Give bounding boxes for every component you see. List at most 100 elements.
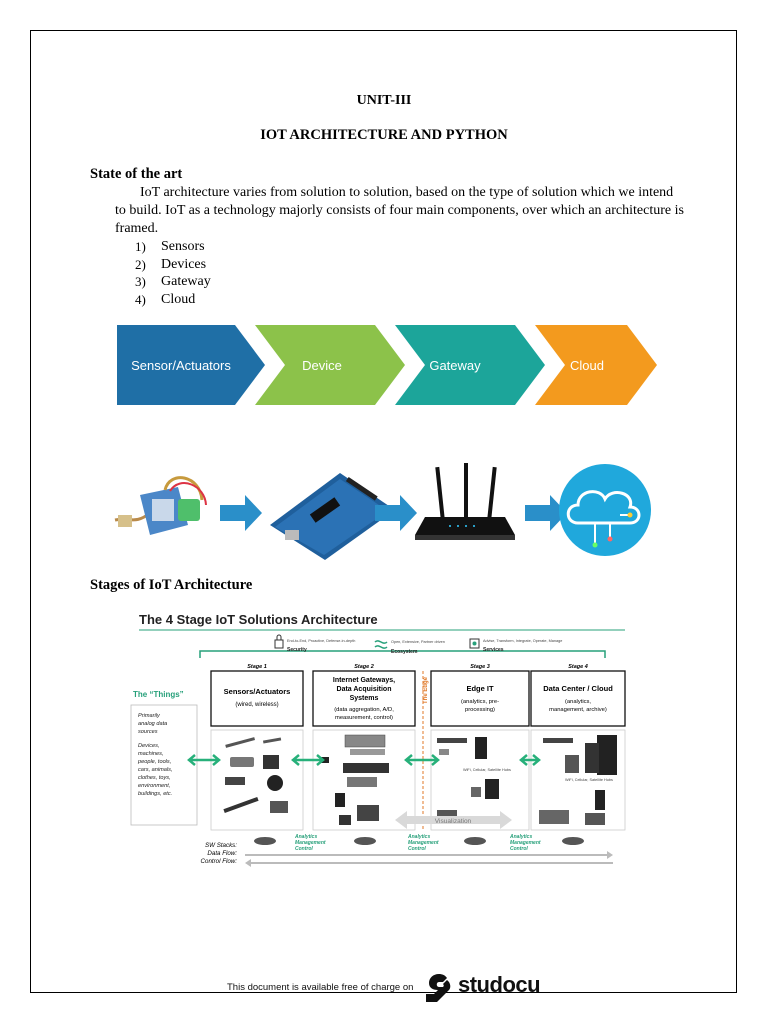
page-border [30,30,737,993]
stage-2-title-3: Systems [350,695,379,702]
things-line: Primarily [138,713,161,719]
edge-label: The Edge [423,676,429,704]
router-image [415,463,515,540]
security-desc: End-to-End, Proactive, Defense-in-depth [287,639,355,643]
device-illustrations [114,463,651,560]
arrow-right-icon [375,495,417,531]
footer: This document is available free of charg… [0,970,768,1010]
control-flow-arrow [245,859,613,867]
services-desc: Advise, Transform, Integrate, Operate, M… [483,639,562,643]
stage-2-sub-2: measurement, control) [335,715,393,721]
things-line: cars, animals, [138,767,173,773]
arduino-board-image [270,473,395,560]
things-box [130,704,198,826]
wifi-hubs-label-3: WiFi, Cellular, Satellite Hubs [463,768,511,772]
amc-label: Management [408,840,439,846]
section-heading-state-of-art: State of the art [90,166,183,182]
component-chevron-flow: Sensor/Actuators Device Gateway Cloud [117,325,657,405]
things-line: analog data [138,721,167,727]
services-icon [469,638,480,649]
data-flow-label: Data Flow: [207,850,237,857]
stage-2-box [312,670,416,727]
amc-label: Control [408,846,426,852]
stage-4-sub-1: (analytics, [565,699,591,705]
visualization-label: Visualization [435,818,472,825]
gateway-hardware-icons [321,734,389,825]
stage-3-label: Stage 3 [470,664,490,670]
studocu-logo-icon [426,974,451,1002]
amc-label: Management [295,840,326,846]
list-num: 2) [135,256,146,272]
control-flow-label: Control Flow: [201,858,238,865]
things-line: sources [138,729,158,735]
sensor-hardware-icons [223,737,288,814]
studocu-brand[interactable]: studocu [458,972,541,997]
stage-3-sub-1: (analytics, pre- [461,699,499,705]
wifi-hubs-label-4: WiFi, Cellular, Satellite Hubs [565,778,613,782]
intro-text: IoT architecture varies from solution to… [115,185,684,236]
data-flow-arrow [245,851,613,859]
things-line: buildings, etc. [138,791,172,797]
lock-icon [274,634,284,649]
sensor-module-image [114,476,207,535]
things-line: Devices, [138,743,159,749]
amc-label: Control [295,846,313,852]
chevron-gateway [395,325,545,405]
list-num: 1) [135,239,146,254]
footer-text: This document is available free of charg… [227,982,414,993]
chevron-sensor [117,325,265,405]
services-label: Services [483,647,504,653]
stage-2-title-2: Data Acquisition [337,686,392,693]
stage-3-title: Edge IT [466,684,494,693]
chevron-device [255,325,405,405]
ecosystem-icon [374,640,388,649]
stage-1-box [210,670,304,727]
bidirectional-arrow-icon [187,754,541,766]
things-line: environment, [138,783,170,789]
list-item: 1) Sensors [135,238,211,256]
visualization-arrow [395,811,512,829]
figure-title: The 4 Stage IoT Solutions Architecture [139,612,378,627]
data-center-hardware-icons [539,735,617,825]
list-item: 3) Gateway [135,273,211,291]
amc-label: Analytics [509,834,532,840]
unit-heading: UNIT-III [356,93,412,108]
stage-1-title: Sensors/Actuators [224,687,291,696]
stage-1-panel [210,729,304,831]
stage-3-sub-2: processing) [465,707,495,713]
list-label: Sensors [161,239,205,254]
things-line: clothes, toys, [138,775,171,781]
arrow-right-icon [525,495,567,531]
list-label: Cloud [161,291,196,307]
list-item: 2)Devices [135,256,211,274]
list-item: 4) Cloud [135,291,211,309]
amc-label: Management [510,840,541,846]
intro-paragraph: IoT architecture varies from solution to… [115,184,685,238]
sw-stacks-label: SW Stacks: [205,842,237,849]
stage-2-title-1: Internet Gateways, [333,677,395,684]
stage-1-label: Stage 1 [247,664,267,670]
list-label: Gateway [161,274,211,289]
ecosystem-desc: Open, Extensive, Partner driven [391,640,445,644]
cloud-icon [559,464,651,556]
things-line: machines, [138,751,164,757]
amc-label: Analytics [407,834,430,840]
things-title: The “Things” [133,690,184,699]
stage-4-label: Stage 4 [568,664,588,670]
things-line: people, tools, [137,759,171,765]
chevron-gateway-label: Gateway [429,358,481,373]
ecosystem-label: Ecosystem [391,649,418,655]
stage-1-sub: (wired, wireless) [235,702,278,708]
stage-2-sub-1: (data aggregation, A/D, [334,707,394,713]
arrow-right-icon [220,495,262,531]
chevron-cloud-label: Cloud [570,358,604,373]
component-list: 1) Sensors 2)Devices 3) Gateway 4) Cloud [135,238,211,308]
stage-4-box [530,670,626,727]
stage-3-box [430,670,530,727]
amc-label: Analytics [294,834,317,840]
list-num: 3) [135,274,146,289]
list-num: 4) [135,291,146,307]
section-heading-stages: Stages of IoT Architecture [90,577,253,593]
chevron-sensor-label: Sensor/Actuators [131,358,231,373]
amc-label: Control [510,846,528,852]
